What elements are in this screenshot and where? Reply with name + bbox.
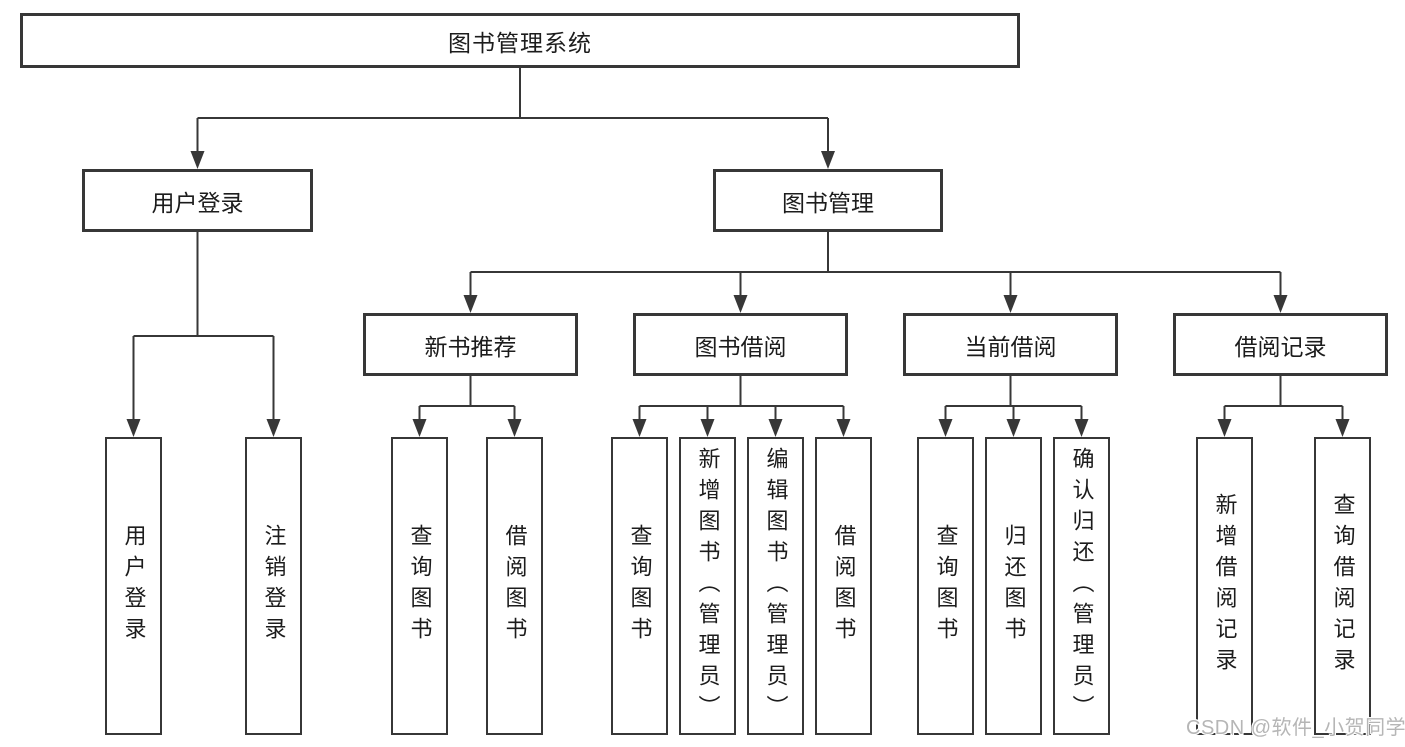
leaf-edit-books-admin: 编辑图书（管理员）: [747, 437, 804, 735]
node-label: 查询图书: [407, 524, 433, 648]
leaf-query-borrow-record: 查询借阅记录: [1314, 437, 1371, 735]
node-new-book-recommend: 新书推荐: [363, 313, 578, 376]
node-label: 新书推荐: [424, 333, 517, 360]
node-user-login: 用户登录: [82, 169, 313, 232]
leaf-query-books-recommend: 查询图书: [391, 437, 448, 735]
node-label: 编辑图书（管理员）: [763, 446, 789, 726]
node-label: 用户登录: [151, 189, 244, 216]
leaf-add-borrow-record: 新增借阅记录: [1196, 437, 1253, 735]
connector-records-group: [1223, 376, 1344, 420]
node-current-borrowing: 当前借阅: [903, 313, 1118, 376]
node-label: 借阅图书: [502, 524, 528, 648]
node-label: 确认归还（管理员）: [1069, 446, 1095, 726]
node-label: 查询图书: [627, 524, 653, 648]
node-label: 归还图书: [1001, 524, 1027, 648]
csdn-watermark: CSDN @软件_小贺同学: [1186, 717, 1405, 739]
node-label: 注销登录: [261, 524, 287, 648]
connector-newbook-group: [418, 376, 516, 420]
node-label: 用户登录: [121, 524, 147, 648]
node-label: 图书管理: [782, 189, 874, 216]
node-borrowing-records: 借阅记录: [1173, 313, 1388, 376]
connector-userlogin-group: [132, 232, 275, 420]
node-book-borrowing: 图书借阅: [633, 313, 848, 376]
node-label: 查询图书: [933, 524, 959, 648]
node-label: 新增借阅记录: [1212, 493, 1238, 679]
leaf-query-books-current: 查询图书: [917, 437, 974, 735]
node-label: 借阅图书: [831, 524, 857, 648]
connector-current-group: [944, 376, 1083, 420]
arrowheads-level3: [463, 295, 1288, 313]
leaf-user-login: 用户登录: [105, 437, 162, 735]
node-label: 图书管理系统: [448, 29, 592, 56]
arrowheads-leaves: [126, 419, 1350, 437]
connector-borrow-group: [638, 376, 845, 420]
node-label: 图书借阅: [694, 333, 787, 360]
connector-root-to-level2: [196, 68, 829, 152]
node-label: 新增图书（管理员）: [695, 446, 721, 726]
node-root-system: 图书管理系统: [20, 13, 1020, 68]
node-label: 查询借阅记录: [1330, 493, 1356, 679]
node-book-management: 图书管理: [713, 169, 943, 232]
leaf-borrow-books-recommend: 借阅图书: [486, 437, 543, 735]
leaf-confirm-return-admin: 确认归还（管理员）: [1053, 437, 1110, 735]
leaf-query-books-borrow: 查询图书: [611, 437, 668, 735]
leaf-add-books-admin: 新增图书（管理员）: [679, 437, 736, 735]
leaf-borrow-books: 借阅图书: [815, 437, 872, 735]
connector-bookmgmt-to-level3: [469, 232, 1282, 296]
arrowheads-level2: [190, 151, 835, 169]
node-label: 借阅记录: [1234, 333, 1327, 360]
node-label: 当前借阅: [964, 333, 1057, 360]
leaf-logout: 注销登录: [245, 437, 302, 735]
leaf-return-books: 归还图书: [985, 437, 1042, 735]
